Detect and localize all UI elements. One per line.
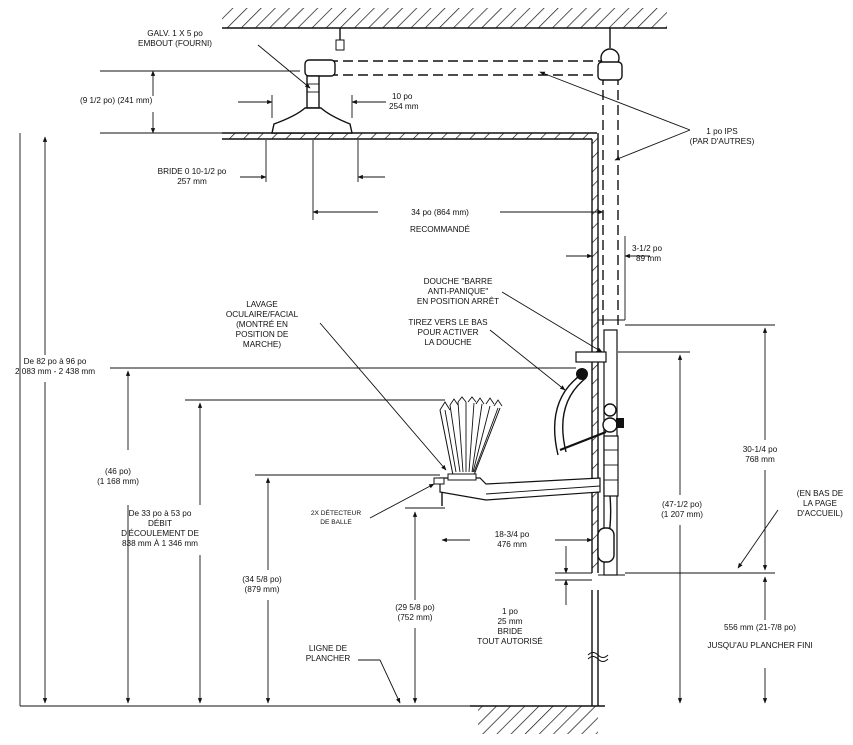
h29-in: (29 5/8 po) [395,603,435,612]
ips-label: 1 po IPS [706,127,738,136]
shower-valve [554,351,624,563]
floor [20,705,605,734]
douche-label-1: DOUCHE "BARRE [424,277,493,286]
labels: GALV. 1 X 5 po EMBOUT (FOURNI) (9 1/2 po… [15,29,844,663]
douche-label-2: ANTI-PANIQUE" [428,287,489,296]
lavage-label-5: MARCHE) [243,340,281,349]
floor-label-2: JUSQU'AU PLANCHER FINI [707,641,812,650]
ips-by-others: (PAR D'AUTRES) [690,137,755,146]
debit-label-1: De 33 po à 53 po [129,509,192,518]
offset-in: 3-1/2 po [632,244,662,253]
floor-label-1: 556 mm (21-7/8 po) [724,623,796,632]
head-width-in: 10 po [392,92,413,101]
reach-recommended: RECOMMANDÉ [410,224,471,234]
lavage-label-2: OCULAIRE/FACIAL [226,310,299,319]
tirez-label-1: TIREZ VERS LE BAS [408,318,488,327]
tirez-label-3: LA DOUCHE [424,338,472,347]
head-height-label: (9 1/2 po) (241 mm) [80,96,153,105]
h47-mm: (1 207 mm) [661,510,703,519]
h30-mm: 768 mm [745,455,775,464]
pipe-elbow-right [597,28,623,81]
en-bas-label-2: LA PAGE [803,499,838,508]
h30-in: 30-1/4 po [743,445,778,454]
shower-head [271,59,353,134]
debit-label-4: 838 mm À 1 346 mm [122,538,198,548]
bride2-label-4: TOUT AUTORISÉ [477,636,543,646]
lavage-label-4: POSITION DE [236,330,289,339]
bride2-label-1: 1 po [502,607,518,616]
ligne-label-2: PLANCHER [306,654,351,663]
arm-mm: 476 mm [497,540,527,549]
debit-label-3: D'ÉCOULEMENT DE [121,528,199,538]
h34-mm: (879 mm) [244,585,279,594]
detecteur-label-2: DE BALLE [320,519,352,526]
total-height-mm: 2 083 mm - 2 438 mm [15,367,95,376]
dimension-lines [19,44,779,706]
en-bas-label-1: (EN BAS DE [797,489,844,498]
reach-label: 34 po (864 mm) [411,208,469,217]
arm-in: 18-3/4 po [495,530,530,539]
bride-in: BRIDE 0 10-1/2 po [158,167,227,176]
en-bas-label-3: D'ACCUEIL) [797,509,843,518]
h46-in: (46 po) [105,467,131,476]
lavage-label-3: (MONTRÉ EN [236,319,288,329]
ceiling [222,8,667,29]
douche-label-3: EN POSITION ARRÊT [417,296,499,306]
bride2-label-2: 25 mm [497,617,522,626]
h34-in: (34 5/8 po) [242,575,282,584]
total-height-label: De 82 po à 96 po [24,357,87,366]
shower-supply-pipe [328,28,619,330]
eyewash-unit [433,396,601,506]
galv-label: GALV. 1 X 5 po [147,29,203,38]
tirez-label-2: POUR ACTIVER [418,328,479,337]
h47-in: (47-1/2 po) [662,500,702,509]
h29-mm: (752 mm) [397,613,432,622]
offset-mm: 89 mm [636,254,661,263]
h46-mm: (1 168 mm) [97,477,139,486]
lavage-label-1: LAVAGE [246,300,278,309]
ligne-label-1: LIGNE DE [309,644,348,653]
embout-label: EMBOUT (FOURNI) [138,39,212,48]
detecteur-label-1: 2X DÉTECTEUR [311,508,361,517]
debit-label-2: DÉBIT [148,518,172,528]
head-width-mm: 254 mm [389,102,419,111]
bride-mm: 257 mm [177,177,207,186]
bride2-label-3: BRIDE [497,627,523,636]
